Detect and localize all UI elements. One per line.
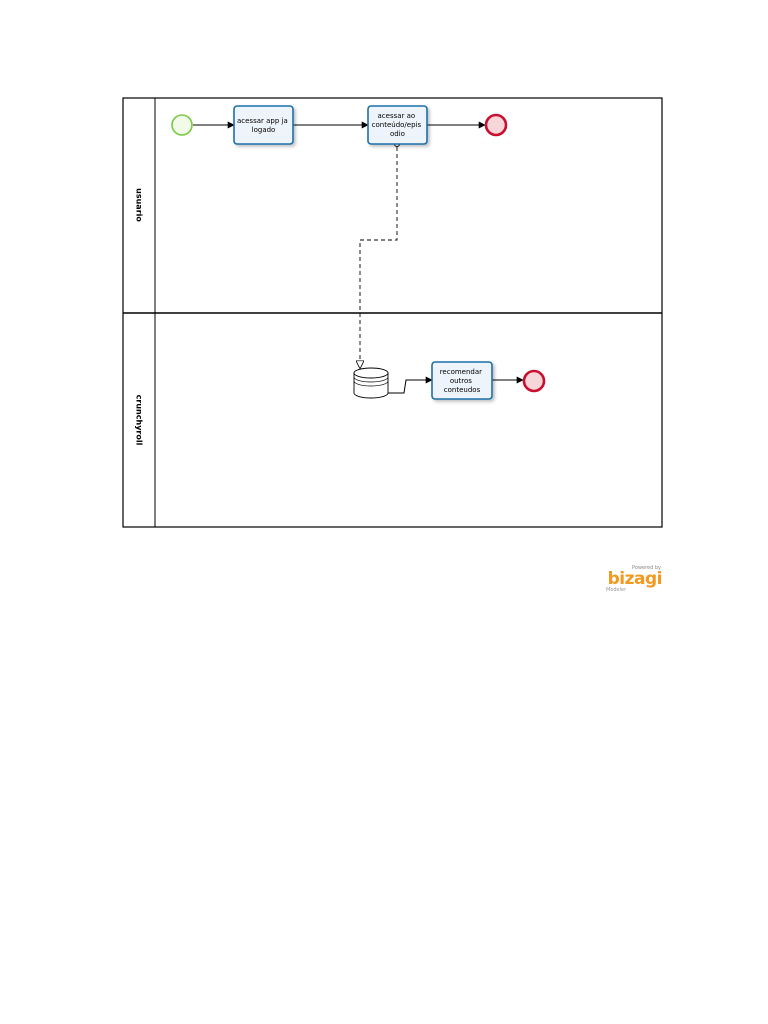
task-acessar-app[interactable]: acessar app ja logado — [233, 105, 294, 145]
end-event-usuario[interactable] — [484, 113, 508, 137]
task-label: acessar app ja logado — [237, 117, 290, 134]
task-label: recomendar outros conteudos — [440, 368, 485, 394]
data-store[interactable] — [353, 367, 389, 399]
bizagi-logo: bizagi — [608, 569, 662, 589]
task-label-line: acessar ao — [378, 112, 416, 120]
task-label-line: odio — [390, 130, 405, 138]
flow-datastore-to-task3 — [388, 376, 433, 394]
message-flow-line — [360, 147, 398, 368]
powered-by-text: Powered by — [632, 565, 661, 571]
task-box[interactable] — [431, 361, 493, 400]
task-box[interactable] — [233, 105, 294, 145]
end-event-crunchyroll[interactable] — [522, 369, 546, 393]
start-event[interactable] — [171, 114, 193, 136]
sequence-flows — [193, 121, 524, 394]
pool: usuario crunchyroll — [122, 97, 663, 528]
task-label-line: conteúdo/epis — [372, 121, 422, 129]
task-recomendar[interactable]: recomendar outros conteudos — [431, 361, 493, 400]
lane-label-usuario: usuario — [135, 188, 144, 222]
modeler-text: Modeler — [606, 587, 627, 593]
task-label-line: acessar app ja — [237, 117, 288, 125]
task-label-line: logado — [252, 126, 276, 134]
data-store-ring — [353, 376, 389, 383]
data-store-body[interactable] — [353, 373, 389, 399]
data-store-ring — [353, 380, 389, 387]
task-label-line: conteudos — [444, 386, 481, 394]
data-store-top — [353, 367, 389, 379]
task-label-line: outros — [450, 377, 472, 385]
task-label-line: recomendar — [440, 368, 482, 376]
lane-label-crunchyroll: crunchyroll — [135, 395, 144, 446]
task-label: acessar ao conteúdo/epis odio — [372, 112, 424, 138]
task-acessar-conteudo[interactable]: acessar ao conteúdo/epis odio — [367, 105, 428, 145]
message-flow — [360, 140, 401, 368]
task-box[interactable] — [367, 105, 428, 145]
bizagi-branding: Powered by bizagi Modeler — [606, 565, 663, 593]
